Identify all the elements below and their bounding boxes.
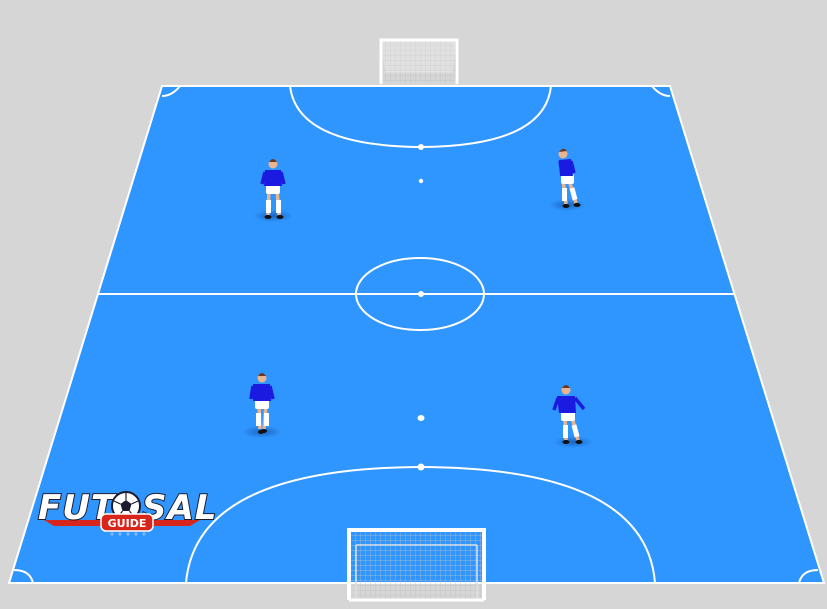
player-top-left[interactable] (253, 159, 293, 222)
player-bottom-left[interactable] (242, 373, 282, 438)
near-goal (347, 528, 486, 602)
center-circle (355, 257, 485, 331)
court-surface (9, 86, 824, 583)
near-second-penalty-spot (417, 415, 425, 421)
futsal-guide-logo: FUT SAL GUIDE (37, 487, 217, 536)
corner-arc-top-right (651, 85, 671, 97)
logo-badge-text: GUIDE (108, 517, 147, 530)
logo-text-right: SAL (142, 488, 217, 528)
logo-stars (110, 532, 146, 536)
far-goal (379, 38, 459, 84)
center-spot (418, 291, 424, 297)
player-bottom-right[interactable] (552, 385, 593, 448)
far-second-penalty-spot (418, 178, 424, 184)
corner-arc-top-left (161, 85, 181, 97)
far-penalty-spot (418, 144, 424, 150)
corner-arc-bottom-left (13, 569, 34, 584)
player-top-right[interactable] (549, 148, 585, 211)
court-boundary-line (7, 85, 826, 584)
logo-badge (100, 513, 154, 532)
near-penalty-spot (417, 463, 425, 471)
corner-arc-bottom-right (798, 569, 819, 584)
